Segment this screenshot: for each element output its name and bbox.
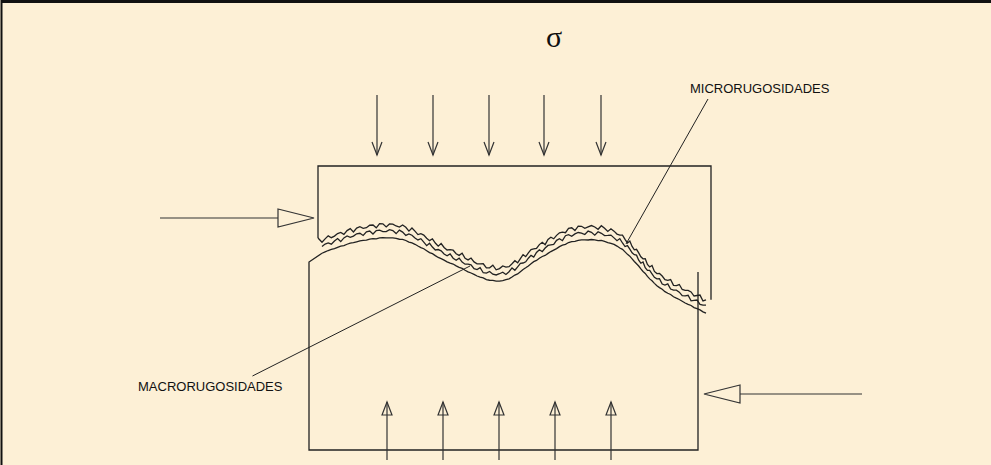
stress-symbol: σ bbox=[546, 22, 562, 52]
micro-roughness bbox=[322, 230, 706, 306]
stress-arrow bbox=[432, 95, 433, 155]
macro-roughness bbox=[322, 238, 706, 313]
arrow-head bbox=[606, 402, 616, 415]
arrow-head bbox=[704, 385, 740, 403]
arrow-head bbox=[428, 142, 438, 155]
stress-arrow bbox=[498, 402, 499, 460]
arrow-head bbox=[494, 402, 504, 415]
stress-arrow bbox=[543, 95, 544, 155]
arrow-head bbox=[438, 402, 448, 415]
shear-arrow bbox=[160, 217, 278, 218]
arrow-head bbox=[382, 402, 392, 415]
arrow-head bbox=[596, 142, 606, 155]
callout-label: MACRORUGOSIDADES bbox=[138, 380, 282, 393]
frame-left bbox=[1, 0, 3, 465]
stress-arrow bbox=[488, 95, 489, 155]
arrow-head bbox=[278, 209, 314, 227]
leader-line bbox=[626, 99, 708, 244]
arrow-head bbox=[484, 142, 494, 155]
frame-top bbox=[1, 0, 991, 3]
stress-arrow bbox=[600, 95, 601, 155]
stress-arrow bbox=[386, 402, 387, 460]
stress-arrow bbox=[376, 95, 377, 155]
callout-label: MICRORUGOSIDADES bbox=[690, 82, 829, 95]
lower-block bbox=[309, 253, 698, 450]
stress-arrow bbox=[610, 402, 611, 460]
arrow-head bbox=[372, 142, 382, 155]
stress-arrow bbox=[554, 402, 555, 460]
stress-arrow bbox=[442, 402, 443, 460]
upper-block bbox=[318, 166, 711, 300]
leader-line bbox=[252, 266, 470, 376]
shear-arrow bbox=[740, 393, 862, 394]
micro-roughness bbox=[318, 224, 706, 301]
arrow-head bbox=[539, 142, 549, 155]
arrow-head bbox=[550, 402, 560, 415]
